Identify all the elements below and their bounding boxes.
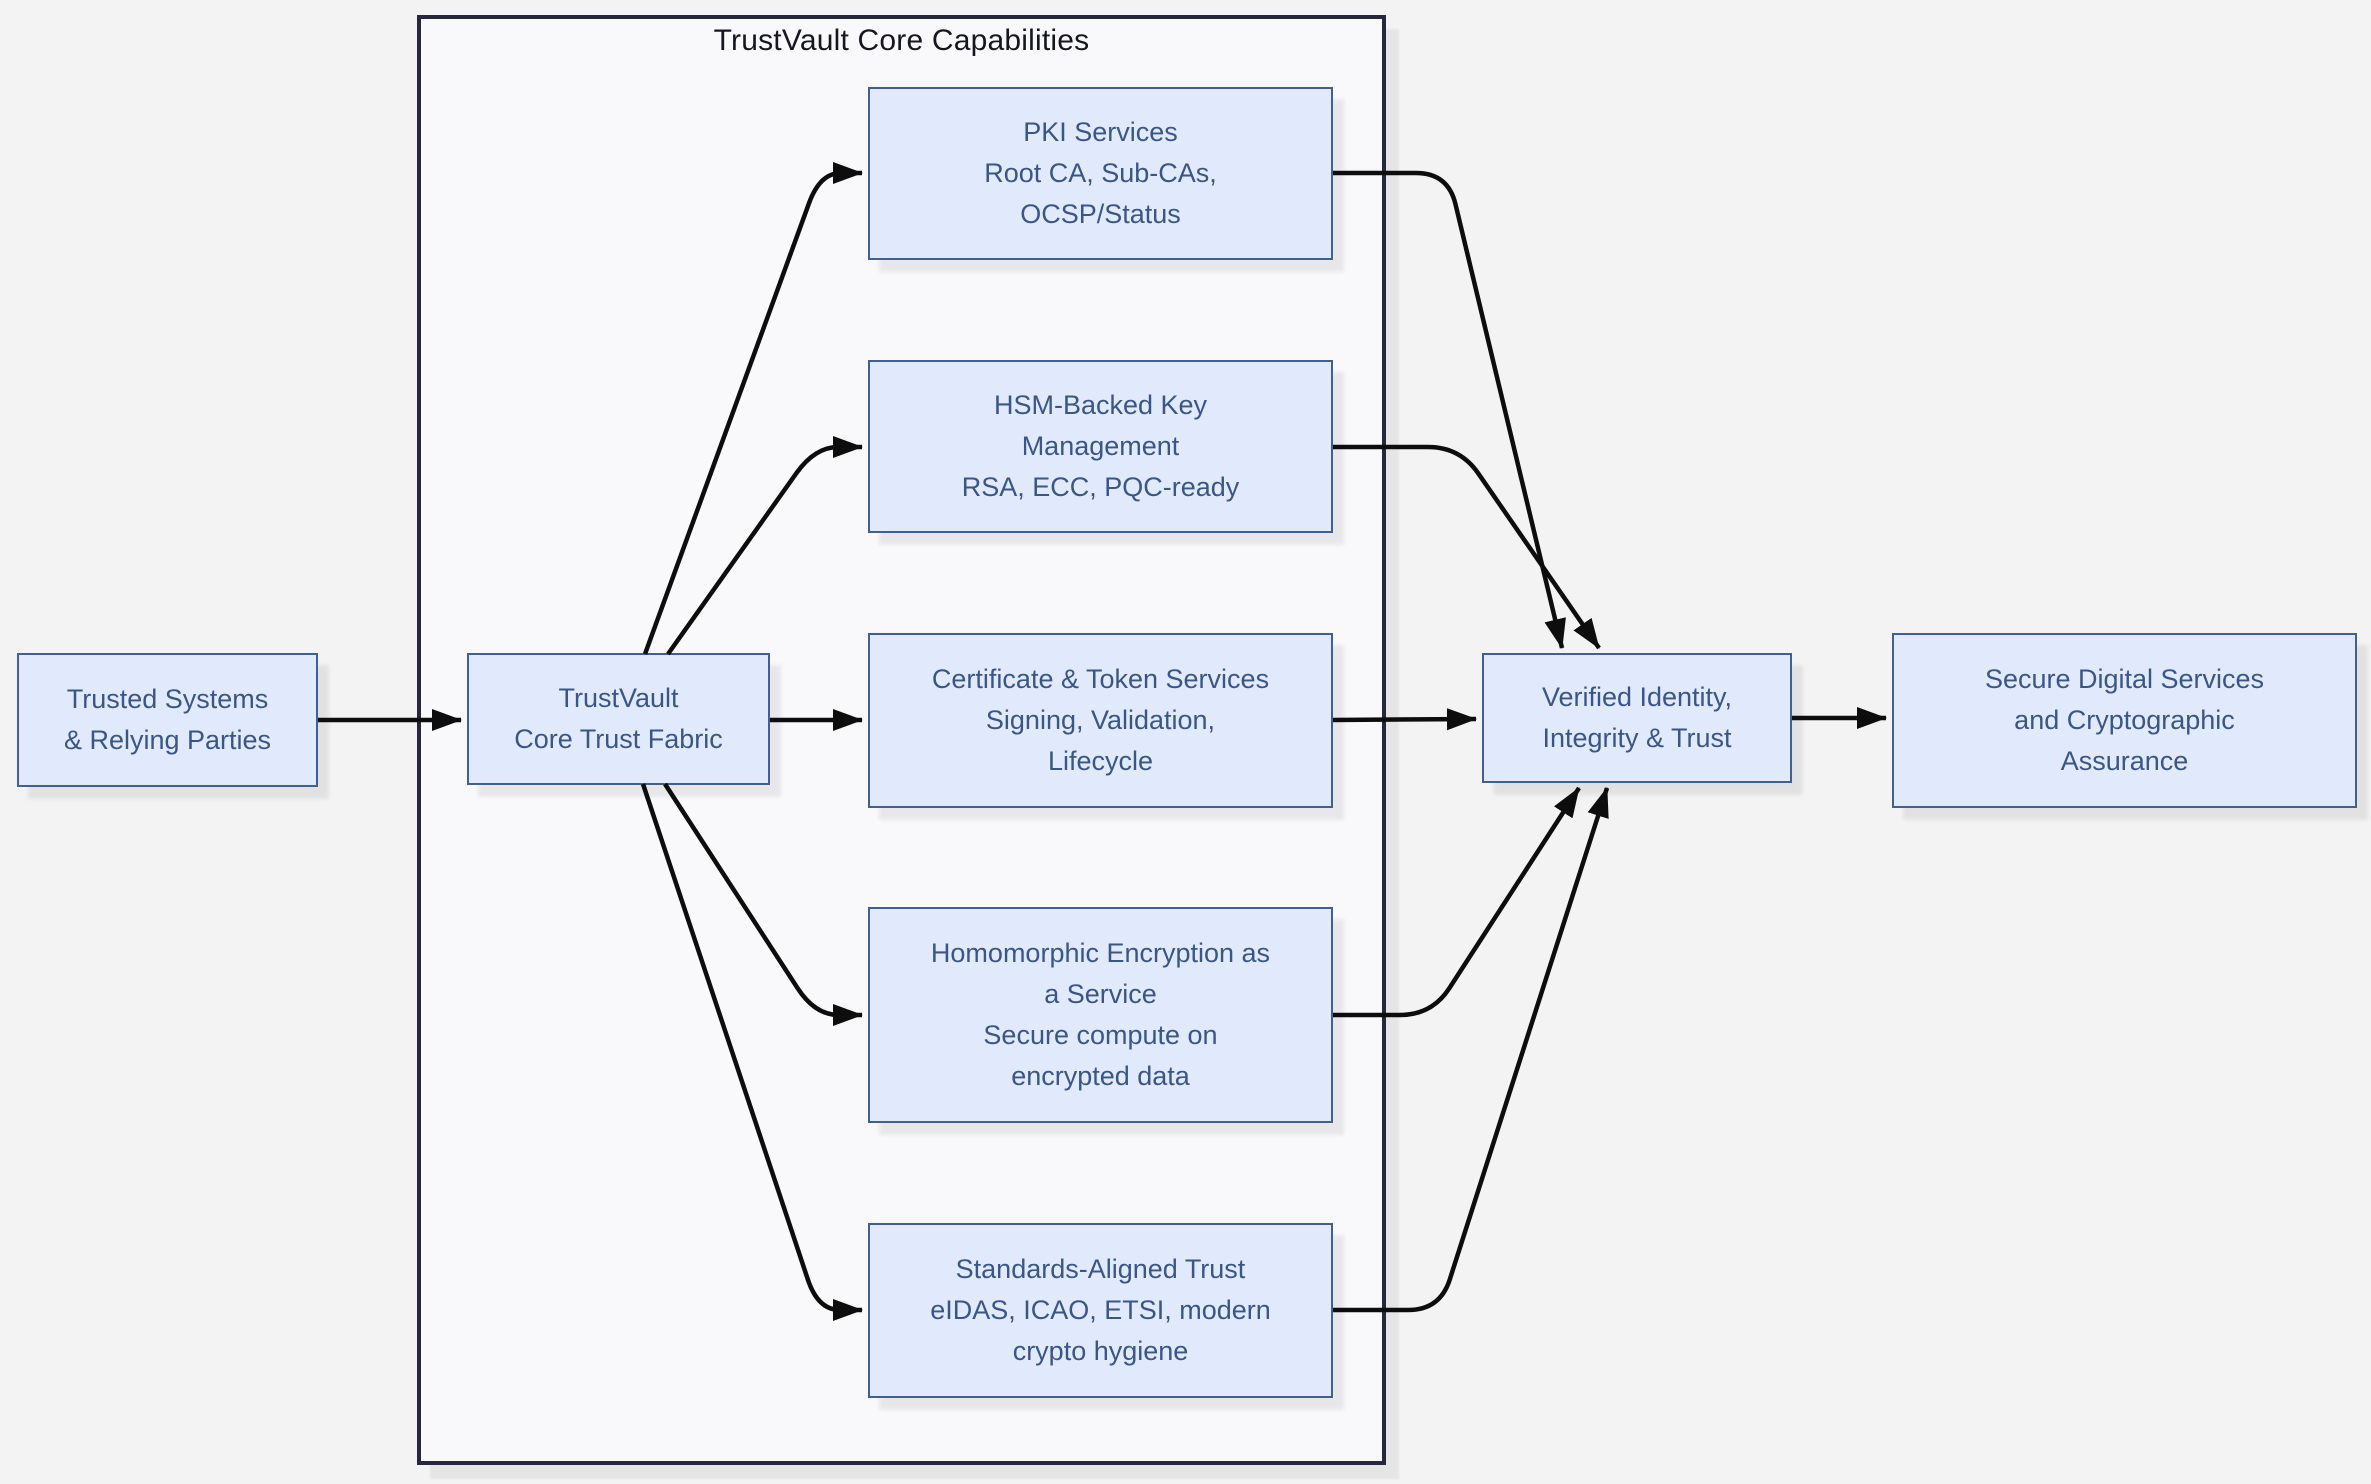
node-label-line: Certificate & Token Services [931, 664, 1270, 694]
node-label-line: Secure Digital Services [1984, 664, 2265, 694]
node-standards-aligned-trust: Standards-Aligned Trust eIDAS, ICAO, ETSI… [868, 1223, 1333, 1398]
node-label-line: Trusted Systems [66, 684, 269, 714]
node-label-line: Root CA, Sub-CAs, [984, 158, 1217, 188]
cluster-title: TrustVault Core Capabilities [713, 24, 1090, 57]
node-label-line: TrustVault [558, 683, 679, 713]
node-label-line: Integrity & Trust [1542, 723, 1732, 753]
node-label-line: Standards-Aligned Trust [955, 1254, 1246, 1284]
node-label-line: Homomorphic Encryption as [930, 938, 1271, 968]
node-secure-digital-services: Secure Digital Services and Cryptographic… [1892, 633, 2357, 808]
node-label-line: and Cryptographic [2014, 705, 2235, 735]
node-label-line: a Service [1044, 979, 1157, 1009]
node-label-line: Assurance [2060, 746, 2189, 776]
node-label-line: HSM-Backed Key [993, 390, 1208, 420]
node-label-line: Signing, Validation, [985, 705, 1216, 735]
node-label-line: Verified Identity, [1541, 682, 1733, 712]
node-label-line: encrypted data [1011, 1061, 1190, 1091]
node-label-line: PKI Services [1023, 117, 1178, 147]
node-label-line: OCSP/Status [1020, 199, 1181, 229]
node-label-line: Core Trust Fabric [514, 724, 723, 754]
node-label-line: & Relying Parties [63, 725, 272, 755]
node-verified-identity: Verified Identity, Integrity & Trust [1482, 653, 1792, 783]
node-label-line: Lifecycle [1047, 746, 1154, 776]
node-label-line: eIDAS, ICAO, ETSI, modern [930, 1295, 1271, 1325]
node-label-line: RSA, ECC, PQC-ready [961, 472, 1240, 502]
node-label-line: crypto hygiene [1012, 1336, 1189, 1366]
node-label-line: Management [1021, 431, 1180, 461]
node-label-line: Secure compute on [983, 1020, 1218, 1050]
node-trusted-systems: Trusted Systems & Relying Parties [17, 653, 318, 787]
